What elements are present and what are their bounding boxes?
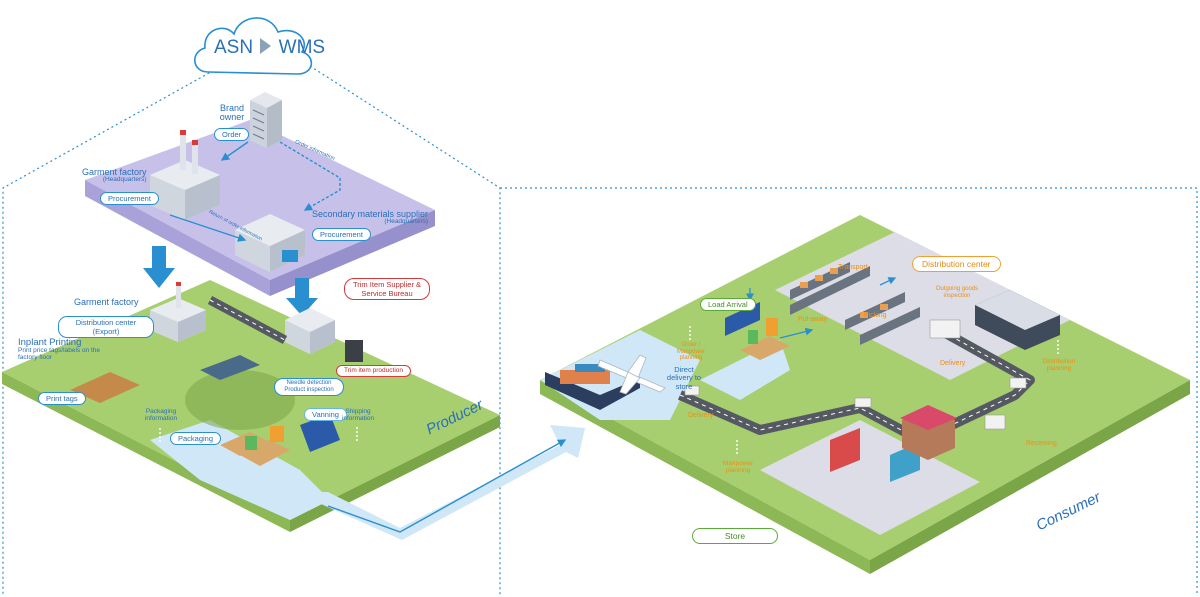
- outgoing-goods-tag: Outgoing goods inspection: [935, 286, 979, 299]
- inplant-printing-title: Inplant Printing: [18, 337, 82, 348]
- procurement-pill-supplier: Procurement: [312, 228, 371, 241]
- store-floor: [760, 420, 980, 535]
- delivery-right-tag: Delivery: [940, 360, 966, 367]
- put-away-tag: Put-away: [798, 316, 828, 323]
- receiving-tag: Receiving: [1026, 440, 1057, 447]
- delivery-left-tag: Delivery: [688, 412, 714, 419]
- trucks: [684, 319, 1027, 430]
- packaging-pill: Packaging: [170, 432, 222, 445]
- garment-factory-hq-building: [150, 130, 220, 220]
- brand-owner-label: Brand owner: [219, 103, 245, 123]
- manpower-planning-tag: Manpower planning: [722, 460, 754, 475]
- packaging-information-tag: Packaging information: [144, 408, 178, 423]
- secondary-supplier-sub: (Headquarters): [384, 218, 429, 226]
- play-arrow-icon: [260, 38, 272, 54]
- vanning-pill: Vanning: [304, 408, 347, 421]
- cargo-ship: [545, 364, 640, 410]
- distribution-center-export-pill: Distribution center (Export): [58, 316, 154, 338]
- garment-factory-hq-title: Garment factory: [82, 167, 147, 177]
- trim-supplier-building: [285, 308, 363, 362]
- procurement-pill-hq: Procurement: [100, 192, 159, 205]
- cloud-icon: [194, 17, 313, 75]
- down-arrows: [143, 246, 318, 316]
- secondary-supplier-title: Secondary materials supplier: [312, 209, 429, 219]
- inplant-printing-label: Inplant Printing Print price tags/labels…: [18, 338, 110, 362]
- order-pill: Order: [214, 128, 250, 141]
- picking-tag: Picking: [864, 312, 887, 319]
- distribution-center-pill: Distribution center: [912, 256, 1001, 273]
- trim-supplier-pill: Trim Item Supplier & Service Bureau: [344, 278, 430, 300]
- factory-floor: [70, 355, 340, 466]
- order-manpower-tag: Order / Manpower planning: [676, 342, 705, 362]
- garment-factory-building: [150, 282, 206, 342]
- load-arrival-pill: Load Arrival: [700, 298, 756, 311]
- garment-factory-label: Garment factory: [74, 297, 139, 307]
- cloud-asn: ASN: [214, 37, 254, 58]
- distribution-planning-tag: Distribution planning: [1042, 358, 1076, 373]
- secondary-supplier-label: Secondary materials supplier (Headquarte…: [312, 209, 429, 226]
- garment-factory-hq-label: Garment factory (Headquarters): [82, 167, 147, 184]
- store-pill: Store: [692, 528, 778, 545]
- hq-platform: [85, 120, 435, 296]
- direct-delivery-tag: Direct delivery to store: [666, 365, 702, 391]
- dc-building: [975, 290, 1060, 350]
- transport-tag: Transport: [838, 264, 868, 271]
- export-flow-arrow: [300, 425, 585, 540]
- print-tags-pill: Print tags: [38, 392, 86, 405]
- needle-detection-pill: Needle detection Product inspection: [274, 378, 344, 397]
- brand-owner-building: [250, 92, 282, 148]
- inplant-printing-desc: Print price tags/labels on the factory f…: [18, 346, 101, 361]
- secondary-supplier-building: [235, 214, 305, 272]
- airplane: [597, 354, 666, 395]
- dotted-boundary: [2, 65, 1198, 595]
- garment-factory-hq-sub: (Headquarters): [102, 176, 147, 184]
- shop-building: [900, 405, 957, 460]
- cloud-label: ASN WMS: [214, 38, 325, 58]
- trim-item-production-pill: Trim item production: [336, 365, 411, 377]
- cloud-wms: WMS: [278, 37, 326, 58]
- shipping-information-tag: Shipping information: [341, 408, 375, 423]
